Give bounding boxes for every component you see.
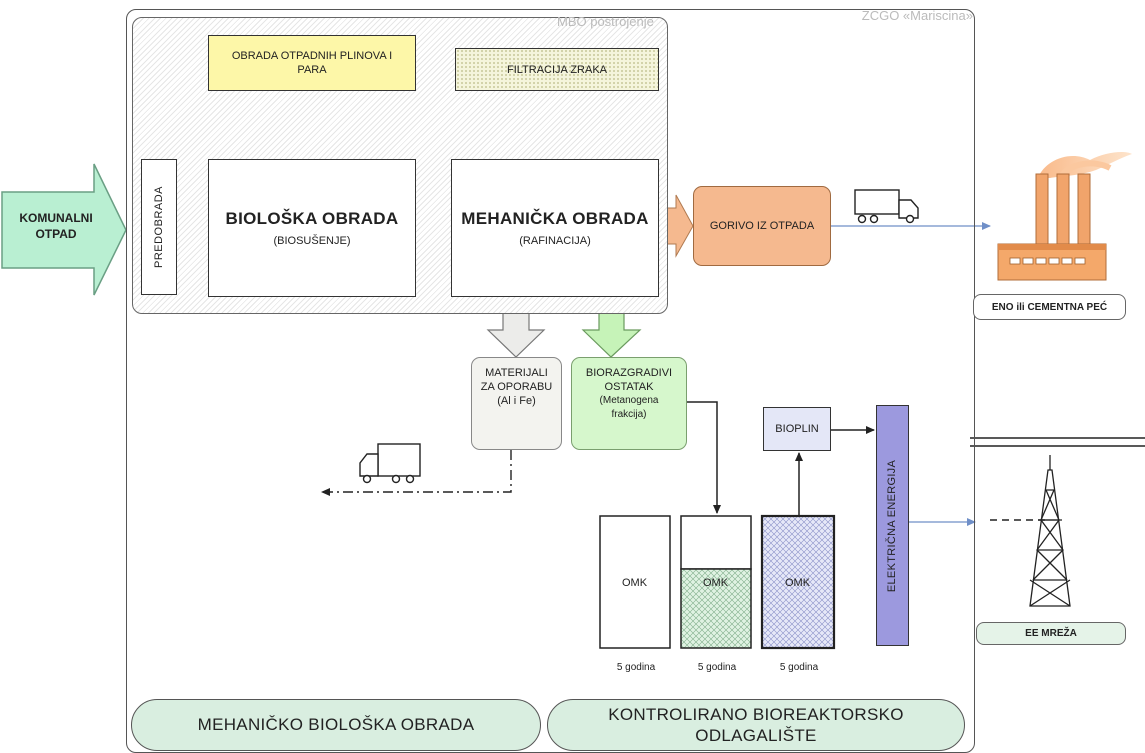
cement-plant-text: ENO ili CEMENTNA PEĆ <box>991 301 1108 313</box>
landfill-cell-3 <box>760 514 836 650</box>
cell-2-label: OMK <box>703 577 729 589</box>
gas-treatment-box: OBRADA OTPADNIH PLINOVA I PARA <box>208 35 416 91</box>
grid-label: EE MREŽA <box>976 622 1126 645</box>
line-materijali-out <box>321 450 512 496</box>
materijali-line3: (Al i Fe) <box>497 395 536 407</box>
predobrada-box: PREDOBRADA <box>141 159 177 295</box>
gorivo-label: GORIVO IZ OTPADA <box>709 220 815 232</box>
biorazgradivi-line2: OSTATAK <box>604 381 654 393</box>
truck-icon-fuel <box>854 189 919 224</box>
biorazgradivi-line4: frakcija) <box>611 409 647 420</box>
truck-icon-recycling <box>359 443 421 484</box>
gas-treatment-label: OBRADA OTPADNIH PLINOVA I PARA <box>231 50 393 76</box>
air-filtration-label: FILTRACIJA ZRAKA <box>506 63 608 76</box>
bioloska-obrada-box: BIOLOŠKA OBRADA (BIOSUŠENJE) <box>208 159 416 297</box>
zcgo-label: ZCGO «Mariscina» <box>861 8 973 23</box>
section-kbo: KONTROLIRANO BIOREAKTORSKO ODLAGALIŠTE <box>547 699 965 751</box>
power-tower-icon <box>1029 455 1071 607</box>
bioloska-subtitle: (BIOSUŠENJE) <box>273 235 351 247</box>
biorazgradivi-line3: (Metanogena <box>599 395 659 406</box>
input-label-line2: OTPAD <box>35 227 77 241</box>
biorazgradivi-box: BIORAZGRADIVI OSTATAK (Metanogena frakci… <box>571 357 687 450</box>
cement-plant-label: ENO ili CEMENTNA PEĆ <box>973 294 1126 320</box>
landfill-cell-1 <box>599 515 671 649</box>
cell-3-duration: 5 godina <box>779 662 819 673</box>
cell-2-duration: 5 godina <box>697 662 737 673</box>
factory-icon <box>997 152 1132 281</box>
section-mbo: MEHANIČKO BIOLOŠKA OBRADA <box>131 699 541 751</box>
landfill-cell-2-fill <box>680 568 752 649</box>
materijali-line1: MATERIJALI <box>485 367 548 379</box>
mbo-label: MBO postrojenje <box>557 14 654 29</box>
bioplin-box: BIOPLIN <box>763 407 831 451</box>
cell-1-label: OMK <box>622 577 648 589</box>
mehanicka-title: MEHANIČKA OBRADA <box>461 209 649 228</box>
section-kbo-line1: KONTROLIRANO BIOREAKTORSKO <box>608 705 904 724</box>
section-mbo-label: MEHANIČKO BIOLOŠKA OBRADA <box>197 715 475 734</box>
cell-1-duration: 5 godina <box>616 662 656 673</box>
elektricna-label: ELEKTRIČNA ENERGIJA <box>886 459 899 592</box>
predobrada-label: PREDOBRADA <box>153 185 165 269</box>
bioplin-label: BIOPLIN <box>775 423 819 435</box>
mehanicka-obrada-box: MEHANIČKA OBRADA (RAFINACIJA) <box>451 159 659 297</box>
biorazgradivi-line1: BIORAZGRADIVI <box>585 367 673 379</box>
bioloska-title: BIOLOŠKA OBRADA <box>225 209 399 228</box>
air-filtration-box: FILTRACIJA ZRAKA <box>455 48 659 91</box>
materijali-line2: ZA OPORABU <box>480 381 553 393</box>
gorivo-box: GORIVO IZ OTPADA <box>693 186 831 266</box>
cell-3-label: OMK <box>785 577 811 589</box>
input-arrow <box>1 163 127 296</box>
elektricna-energija-box: ELEKTRIČNA ENERGIJA <box>876 405 909 646</box>
input-label-line1: KOMUNALNI <box>19 211 93 225</box>
materijali-box: MATERIJALI ZA OPORABU (Al i Fe) <box>471 357 562 450</box>
input-label: KOMUNALNI OTPAD <box>4 210 108 242</box>
mehanicka-subtitle: (RAFINACIJA) <box>519 235 591 247</box>
grid-text: EE MREŽA <box>1025 628 1077 639</box>
line-biorazgradivi-to-cell <box>687 401 721 514</box>
power-line <box>970 437 1145 447</box>
section-kbo-line2: ODLAGALIŠTE <box>695 726 817 745</box>
